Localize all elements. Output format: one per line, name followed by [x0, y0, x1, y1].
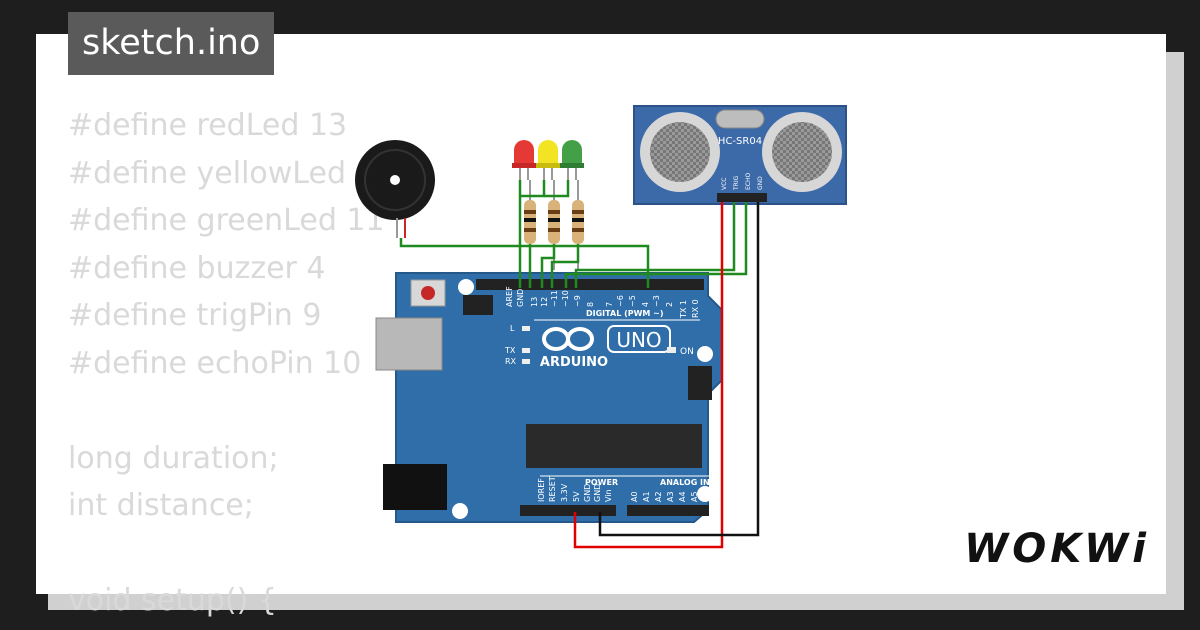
- pin-label: A5: [690, 491, 699, 502]
- wires: [399, 180, 760, 549]
- code-line: #define echoPin 10: [68, 345, 362, 381]
- rx-led-label: RX: [505, 357, 517, 366]
- pin-label: TX 1: [679, 300, 688, 319]
- code-line: void setup() {: [68, 583, 277, 618]
- usb-port: [375, 317, 443, 371]
- pin-label: ~3: [652, 295, 661, 307]
- analog-in-label: ANALOG IN: [660, 478, 710, 487]
- mounting-hole: [697, 346, 713, 362]
- digital-pwm-label: DIGITAL (PWM ~): [586, 309, 664, 318]
- pin-label: 12: [540, 297, 549, 307]
- pin-label: A3: [666, 491, 675, 502]
- led-red[interactable]: [512, 140, 536, 180]
- mounting-hole: [697, 486, 713, 502]
- pin-label: ~5: [628, 295, 637, 307]
- arduino-logo: [542, 327, 594, 351]
- pin-label: 2: [665, 302, 674, 307]
- code-line: long duration;: [68, 440, 279, 476]
- l-led-label: L: [510, 324, 515, 333]
- pin-label: A2: [654, 491, 663, 502]
- code-line: #define redLed 13: [68, 108, 348, 143]
- on-led: [667, 347, 676, 353]
- pin-label: GND: [583, 484, 592, 502]
- code-line: #define buzzer 4: [68, 250, 326, 286]
- pin-label: A0: [630, 491, 639, 502]
- mounting-hole: [452, 503, 468, 519]
- led-yellow[interactable]: [536, 140, 560, 180]
- power-analog-header: [520, 505, 709, 516]
- pin-label: RESET: [548, 476, 557, 502]
- sensor-pin-label: ECHO: [745, 173, 752, 190]
- sketch-filename-tab[interactable]: sketch.ino: [68, 12, 275, 75]
- arduino-uno-board[interactable]: UNO ARDUINO ON L TX RX DIGITAL (PWM ~) P…: [375, 272, 723, 523]
- code-line: #define trigPin 9: [68, 298, 322, 333]
- pin-label: RX 0: [691, 299, 700, 318]
- pin-label: ~6: [616, 295, 625, 307]
- board-brand-label: ARDUINO: [540, 355, 608, 370]
- pin-label: ~11: [550, 290, 559, 307]
- power-label: POWER: [585, 478, 618, 487]
- icsp-header: [463, 295, 712, 400]
- pin-label: A1: [642, 491, 651, 502]
- pin-label: ~9: [573, 295, 582, 307]
- pin-label: GND: [516, 289, 525, 307]
- pin-label: 4: [641, 302, 650, 307]
- pin-label: Vin: [604, 489, 613, 502]
- pin-label: 8: [586, 302, 595, 307]
- pin-label: 7: [605, 302, 614, 307]
- sensor-pin-label: GND: [757, 176, 764, 190]
- pin-label: GND: [593, 484, 602, 502]
- reset-button-cap[interactable]: [421, 286, 435, 300]
- code-line: #define greenLed 11: [68, 203, 385, 238]
- power-jack: [383, 464, 447, 510]
- pin-label: ~10: [561, 290, 570, 307]
- l-led: [522, 326, 530, 331]
- led-green[interactable]: [560, 140, 584, 180]
- sensor-pin-label: VCC: [721, 178, 728, 190]
- sensor-pin-label: TRIG: [733, 175, 740, 191]
- pin-label: 3.3V: [560, 483, 569, 502]
- mounting-hole: [458, 279, 474, 295]
- pin-label: A4: [678, 491, 687, 502]
- reset-button[interactable]: [410, 279, 446, 307]
- tx-led: [522, 348, 530, 353]
- sensor-model-label: HC-SR04: [718, 136, 762, 147]
- code-line: int distance;: [68, 488, 254, 523]
- rx-led: [522, 359, 530, 364]
- pin-label: AREF: [505, 286, 514, 307]
- buzzer[interactable]: [355, 140, 435, 238]
- on-led-label: ON: [680, 347, 694, 357]
- board-model-label: UNO: [616, 328, 661, 352]
- pin-label: IOREF: [537, 478, 546, 502]
- tx-led-label: TX: [504, 346, 516, 355]
- pin-label: 13: [530, 297, 539, 307]
- pin-label: 5V: [572, 491, 581, 502]
- wokwi-logo: WOKWi: [964, 526, 1150, 572]
- ultrasonic-sensor[interactable]: HC-SR04 VCC TRIG ECHO GND: [633, 105, 847, 205]
- atmega-chip: [526, 424, 702, 468]
